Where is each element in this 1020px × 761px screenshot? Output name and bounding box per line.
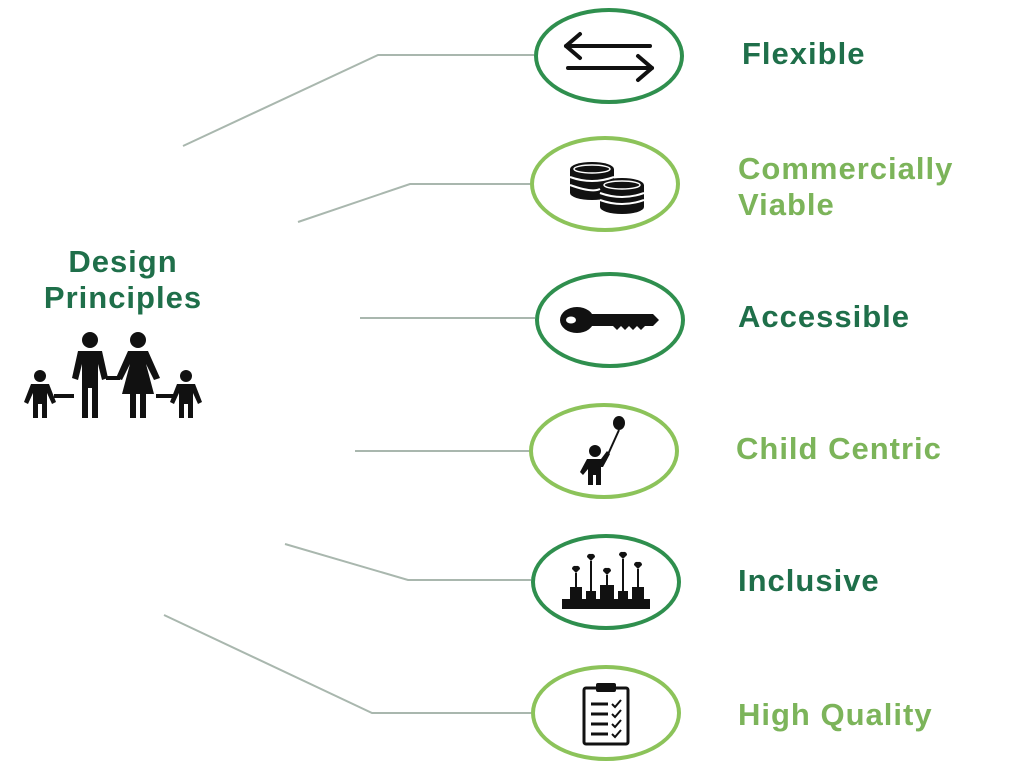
label-flexible: Flexible: [742, 36, 866, 71]
inclusive-icon-circle: [531, 534, 681, 630]
flexible-icon-circle: [534, 8, 684, 104]
design-principles-title: Design Principles: [8, 244, 238, 316]
child-centric-icon-circle: [529, 403, 679, 499]
label-high-quality: High Quality: [738, 697, 933, 732]
label-inclusive: Inclusive: [738, 563, 880, 598]
checklist-clipboard-icon: [582, 683, 630, 746]
accessible-icon-circle: [535, 272, 685, 368]
key-icon: [560, 307, 659, 333]
commercially-viable-icon-circle: [530, 136, 680, 232]
label-commercially-viable: Commercially Viable: [738, 150, 953, 224]
connector-commercially-viable: [297, 183, 530, 223]
family-icon: [18, 332, 218, 427]
connector-flexible: [182, 54, 534, 147]
label-viable: Viable: [738, 187, 835, 222]
swap-arrows-icon: [564, 32, 654, 82]
connector-inclusive: [284, 543, 531, 581]
label-child-centric: Child Centric: [736, 431, 942, 466]
coins-icon: [569, 162, 645, 214]
child-balloon-icon: [580, 416, 625, 485]
label-commercially: Commercially: [738, 151, 954, 186]
connector-high-quality: [163, 614, 531, 714]
title-line-1: Design: [68, 244, 178, 279]
community-icon: [562, 551, 650, 609]
title-line-2: Principles: [43, 280, 203, 315]
high-quality-icon-circle: [531, 665, 681, 761]
label-accessible: Accessible: [738, 299, 910, 334]
